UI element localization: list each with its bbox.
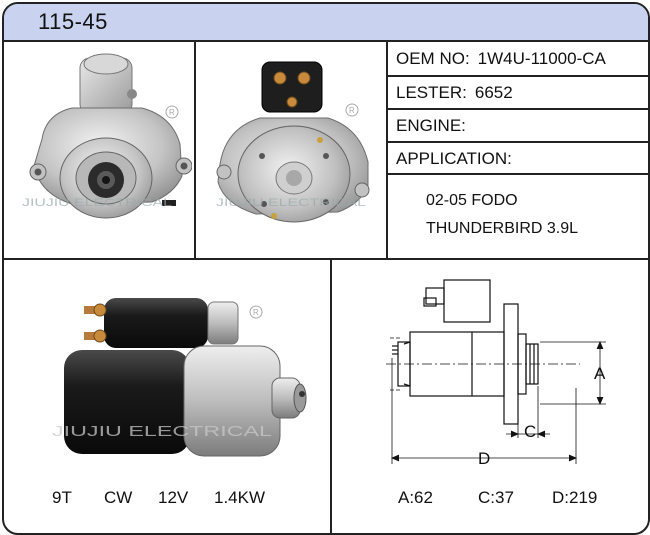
divider-middle [4, 258, 648, 260]
divider-photos [194, 40, 196, 258]
drawing-label-a: A [594, 364, 606, 383]
oem-value: 1W4U-11000-CA [477, 49, 606, 68]
drawing-label-d: D [478, 449, 490, 468]
divider-specs [386, 40, 388, 258]
header-bar: 115-45 [4, 4, 648, 42]
divider-bottom [330, 260, 332, 533]
watermark-text-2: JIUJIU ELECTRICAL [216, 197, 366, 209]
engine-label: ENGINE: [396, 116, 466, 135]
engine-row: ENGINE: [396, 116, 474, 136]
starter-side-photo: JIUJIU ELECTRICAL R [52, 298, 307, 457]
dimension-d: D:219 [552, 488, 598, 507]
watermark-text-1: JIUJIU ELECTRICAL [22, 197, 172, 209]
oem-label: OEM NO: [396, 49, 470, 68]
voltage-spec: 12V [158, 488, 189, 507]
application-line-1: 02-05 FODO [426, 192, 518, 209]
divider-application [388, 173, 648, 175]
dimension-drawing: A C D [386, 279, 606, 468]
dimension-values: A:62 C:37 D:219 [330, 488, 648, 510]
application-label: APPLICATION: [396, 149, 512, 168]
lester-value: 6652 [474, 83, 513, 102]
application-line-2: THUNDERBIRD 3.9L [426, 220, 579, 237]
motor-specs: 9T CW 12V 1.4KW [4, 488, 330, 510]
lester-row: LESTER: 6652 [396, 83, 513, 103]
starter-rear-photo: JIUJIU ELECTRICAL R [216, 61, 370, 223]
watermark-text-3: JIUJIU ELECTRICAL [52, 423, 272, 440]
divider-lester [388, 108, 648, 110]
lester-label: LESTER: [396, 83, 467, 102]
part-number: 115-45 [38, 9, 108, 34]
svg-text:R: R [253, 308, 259, 317]
svg-text:R: R [169, 108, 175, 117]
teeth-spec: 9T [52, 488, 72, 507]
divider-oem [388, 75, 648, 77]
divider-engine [388, 141, 648, 143]
dimension-c: C:37 [478, 488, 514, 507]
svg-text:R: R [349, 106, 355, 115]
application-row: APPLICATION: [396, 149, 512, 169]
power-spec: 1.4KW [214, 488, 266, 507]
drawing-label-c: C [524, 422, 536, 441]
oem-row: OEM NO: 1W4U-11000-CA [396, 49, 606, 69]
dimension-a: A:62 [398, 488, 433, 507]
rotation-spec: CW [104, 488, 133, 507]
starter-front-photo: JIUJIU ELECTRICAL R [22, 53, 192, 219]
